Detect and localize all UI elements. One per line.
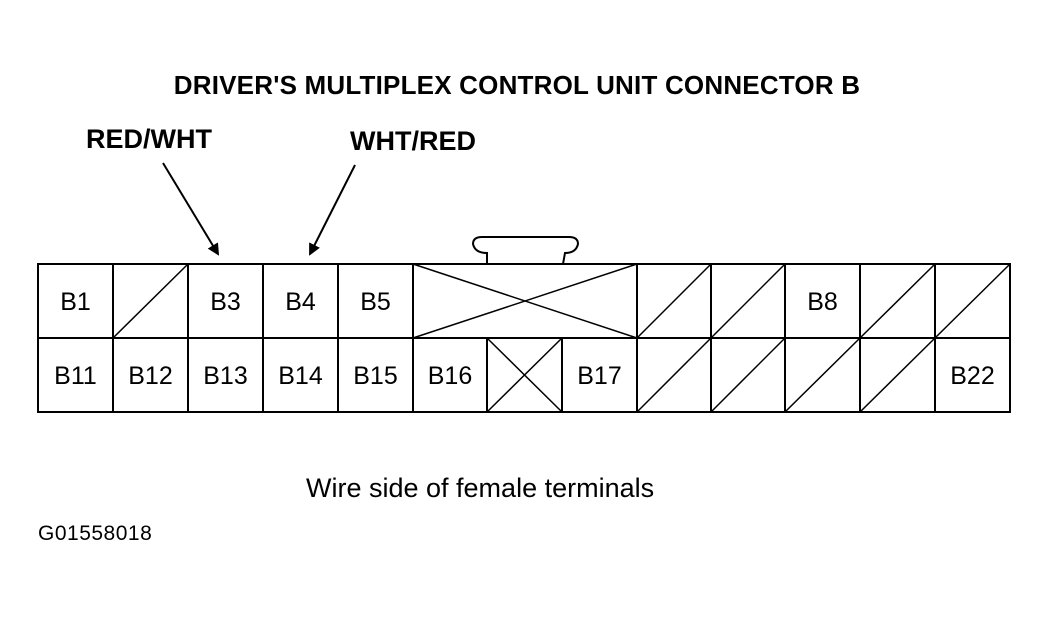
bottom-row-cell-b12: B12	[112, 337, 189, 413]
arrow-wht-red	[309, 164, 356, 256]
top-row-cell-blank-6	[636, 263, 712, 339]
terminal-label-b5: B5	[360, 288, 391, 316]
top-row-cell-b3: B3	[187, 263, 264, 339]
terminal-label-b4: B4	[285, 288, 316, 316]
top-row-cell-blank-5	[412, 263, 638, 339]
terminal-label-b12: B12	[128, 362, 172, 390]
bottom-row-cell-b17: B17	[561, 337, 638, 413]
wire-label-wht-red: WHT/RED	[350, 126, 476, 156]
arrow-red-wht	[162, 162, 220, 256]
terminal-label-b22: B22	[950, 362, 994, 390]
bottom-row-cell-b16: B16	[412, 337, 488, 413]
top-row-cell-b1: B1	[37, 263, 114, 339]
terminal-label-b16: B16	[428, 362, 472, 390]
top-row-cell-blank-10	[934, 263, 1011, 339]
terminal-label-b13: B13	[203, 362, 247, 390]
top-row-cell-b8: B8	[784, 263, 861, 339]
figure-id: G01558018	[38, 522, 153, 545]
bottom-row-cell-b11: B11	[37, 337, 114, 413]
bottom-row-cell-b14: B14	[262, 337, 339, 413]
terminal-label-b3: B3	[210, 288, 241, 316]
terminal-label-b14: B14	[278, 362, 323, 390]
terminal-label-b15: B15	[353, 362, 397, 390]
top-row-cell-blank-7	[710, 263, 786, 339]
top-row-cell-blank-9	[859, 263, 936, 339]
bottom-row-cell-blank-9	[710, 337, 786, 413]
terminal-label-b17: B17	[577, 362, 621, 390]
bottom-row-cell-blank-11	[859, 337, 936, 413]
caption: Wire side of female terminals	[306, 473, 655, 503]
top-row-cell-b4: B4	[262, 263, 339, 339]
bottom-row-cell-b15: B15	[337, 337, 414, 413]
bottom-row-cell-blank-10	[784, 337, 861, 413]
terminal-label-b8: B8	[807, 288, 838, 316]
bottom-row-cell-blank-6	[486, 337, 563, 413]
top-row-cell-b5: B5	[337, 263, 414, 339]
wire-label-red-wht: RED/WHT	[86, 124, 212, 154]
bottom-row-cell-blank-8	[636, 337, 712, 413]
terminal-label-b11: B11	[54, 362, 97, 390]
bottom-row-cell-b13: B13	[187, 337, 264, 413]
diagram-title: DRIVER'S MULTIPLEX CONTROL UNIT CONNECTO…	[173, 70, 861, 100]
connector-lock-tab	[471, 236, 580, 265]
terminal-label-b1: B1	[60, 288, 91, 316]
top-row-cell-blank-1	[112, 263, 189, 339]
bottom-row-cell-b22: B22	[934, 337, 1011, 413]
